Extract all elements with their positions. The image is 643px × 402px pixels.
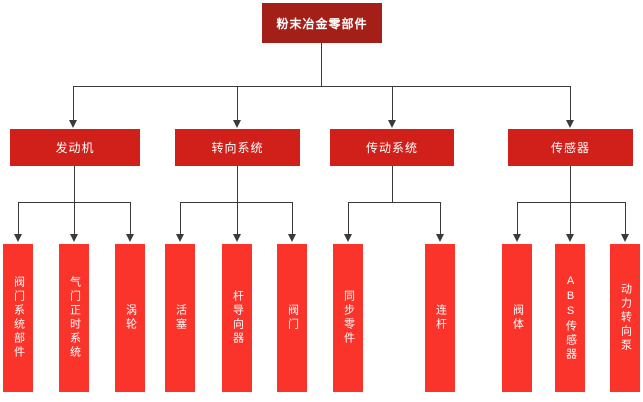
node-label: 阀门系统部件 [12,276,25,360]
arrow-down-icon [176,234,184,242]
node-label: 同步零件 [342,290,355,346]
node-rod-guide: 杆导向器 [222,244,252,392]
connector-line [517,202,518,234]
node-connecting-rod: 连杆 [425,244,455,392]
arrow-down-icon [70,234,78,242]
node-piston: 活塞 [165,244,195,392]
node-valve-system-parts: 阀门系统部件 [3,244,33,392]
node-transmission-system: 传动系统 [330,129,454,166]
node-label: 杆导向器 [231,290,244,346]
connector-line [237,166,238,202]
connector-line [392,166,393,202]
connector-line [321,43,322,86]
node-power-steering-pump: 动力转向泵 [610,244,640,392]
connector-line [392,86,393,120]
connector-line [517,202,625,203]
arrow-down-icon [566,234,574,242]
connector-line [180,202,292,203]
connector-line [570,86,571,120]
arrow-down-icon [621,234,629,242]
connector-line [625,202,626,234]
arrow-down-icon [126,234,134,242]
node-sensor: 传感器 [508,129,633,166]
node-steering-system: 转向系统 [175,129,300,166]
node-synchronizer-parts: 同步零件 [333,244,363,392]
node-label: ABS传感器 [564,274,577,362]
node-label: 连杆 [434,304,447,332]
connector-line [74,166,75,202]
arrow-down-icon [14,234,22,242]
arrow-down-icon [233,120,241,128]
connector-line [73,86,74,120]
node-valve-timing-system: 气门正时系统 [59,244,89,392]
arrow-down-icon [288,234,296,242]
arrow-down-icon [566,120,574,128]
connector-line [348,202,349,234]
connector-line [130,202,131,234]
node-label: 涡轮 [124,304,137,332]
arrow-down-icon [513,234,521,242]
connector-line [440,202,441,234]
node-engine: 发动机 [10,129,140,166]
connector-line [237,86,238,120]
arrow-down-icon [233,234,241,242]
node-label: 气门正时系统 [68,276,81,360]
node-abs-sensor: ABS传感器 [555,244,585,392]
node-turbine: 涡轮 [115,244,145,392]
connector-line [73,86,571,87]
node-valve-body: 阀体 [502,244,532,392]
connector-line [74,202,75,234]
node-valve: 阀门 [277,244,307,392]
connector-line [18,202,19,234]
connector-line [570,202,571,234]
arrow-down-icon [388,120,396,128]
arrow-down-icon [436,234,444,242]
arrow-down-icon [344,234,352,242]
node-root: 粉末冶金零部件 [262,3,382,43]
node-label: 动力转向泵 [619,283,632,353]
connector-line [348,202,440,203]
node-label: 阀体 [511,304,524,332]
node-label: 阀门 [286,304,299,332]
connector-line [237,202,238,234]
connector-line [570,166,571,202]
connector-line [292,202,293,234]
arrow-down-icon [69,120,77,128]
node-label: 活塞 [174,304,187,332]
connector-line [180,202,181,234]
